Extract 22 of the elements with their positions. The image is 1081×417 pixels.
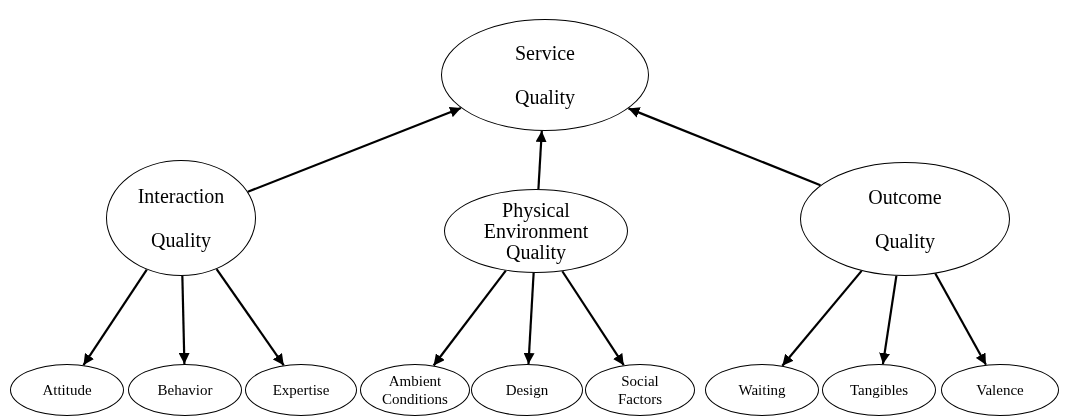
arrow: [628, 107, 821, 187]
arrow: [215, 268, 285, 366]
node-label: Service Quality: [514, 41, 576, 111]
node-label: Physical Environment Quality: [482, 199, 590, 263]
node-label: Outcome Quality: [867, 185, 943, 255]
node-label: Expertise: [271, 381, 331, 399]
node-label: Behavior: [156, 381, 214, 399]
node-label: Tangibles: [848, 381, 910, 399]
node-label: Waiting: [737, 381, 787, 399]
arrow: [523, 272, 535, 365]
node-label: Valence: [975, 381, 1025, 399]
node-label: Interaction Quality: [136, 184, 226, 254]
node-label: Design: [504, 381, 550, 399]
node-label: Social Factors: [616, 372, 664, 408]
arrow: [82, 269, 148, 366]
arrow: [535, 130, 547, 190]
arrow: [879, 275, 898, 365]
arrow: [247, 106, 462, 193]
arrow: [934, 273, 987, 366]
arrow: [178, 275, 190, 365]
node-label: Attitude: [41, 381, 93, 399]
node-label: Ambient Conditions: [381, 372, 449, 408]
